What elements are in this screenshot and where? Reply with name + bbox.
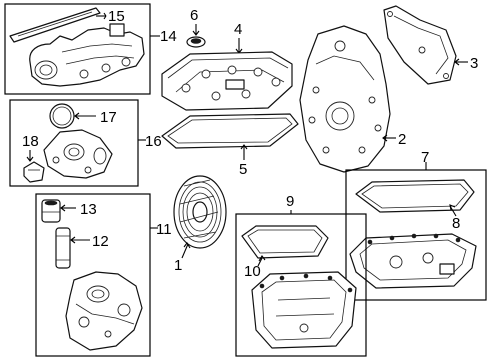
callout-15: 15 [108, 8, 125, 25]
oil-pan-lower-part[interactable] [251, 271, 357, 349]
valve-cover-group: 4 [161, 21, 293, 111]
box-16 [9, 99, 139, 187]
callout-17: 17 [100, 109, 117, 126]
thermostat-housing-group: 17 18 16 [9, 99, 162, 187]
box-9 [235, 213, 367, 357]
callout-2: 2 [398, 131, 406, 148]
manifold-gasket-part[interactable] [9, 7, 101, 43]
callout-8: 8 [452, 215, 460, 232]
valve-cover-gasket-group: 5 [161, 113, 299, 178]
callout-3: 3 [470, 55, 478, 72]
oil-filter-part[interactable] [55, 227, 71, 269]
filter-cap-part[interactable] [41, 199, 61, 223]
upper-pan-gasket-part[interactable] [355, 179, 475, 213]
valve-cover-part[interactable] [161, 51, 293, 111]
cover-plate-part[interactable] [383, 5, 457, 85]
callout-5: 5 [239, 161, 247, 178]
callout-1: 1 [174, 257, 182, 274]
valve-cover-gasket-part[interactable] [161, 113, 299, 149]
box-11 [35, 193, 151, 357]
box-14 [4, 3, 151, 95]
callout-7: 7 [421, 149, 429, 166]
cover-plate-group: 3 [383, 5, 478, 85]
oil-pan-upper-part[interactable] [349, 233, 477, 289]
oil-filler-cap-group: 6 [186, 7, 206, 48]
callout-11: 11 [156, 221, 172, 238]
thermostat-housing-part[interactable] [43, 129, 113, 179]
thermostat-seal-part[interactable] [49, 103, 75, 129]
oil-filter-group: 13 12 11 [35, 193, 172, 357]
oil-filter-housing-part[interactable] [65, 271, 143, 351]
intake-manifold-part[interactable] [29, 23, 145, 87]
oil-filler-cap-part[interactable] [186, 36, 206, 48]
timing-cover-group: 2 [299, 25, 406, 173]
callout-10: 10 [244, 263, 261, 280]
crankshaft-pulley-part[interactable] [173, 175, 227, 249]
callout-4: 4 [234, 21, 242, 38]
callout-9: 9 [286, 193, 294, 210]
callout-6: 6 [190, 7, 198, 24]
callout-14: 14 [160, 28, 177, 45]
crankshaft-pulley-group: 1 [173, 175, 227, 274]
callout-13: 13 [80, 201, 97, 218]
callout-12: 12 [92, 233, 109, 250]
oil-pan-lower-group: 9 10 [235, 193, 367, 357]
oil-pan-upper-group: 7 8 [345, 149, 487, 301]
intake-manifold-group: 15 14 [4, 3, 177, 95]
lower-pan-gasket-part[interactable] [241, 225, 329, 259]
sensor-part[interactable] [23, 161, 45, 183]
box-7 [345, 169, 487, 301]
callout-16: 16 [145, 133, 162, 150]
callout-18: 18 [22, 133, 39, 150]
timing-cover-part[interactable] [299, 25, 391, 173]
